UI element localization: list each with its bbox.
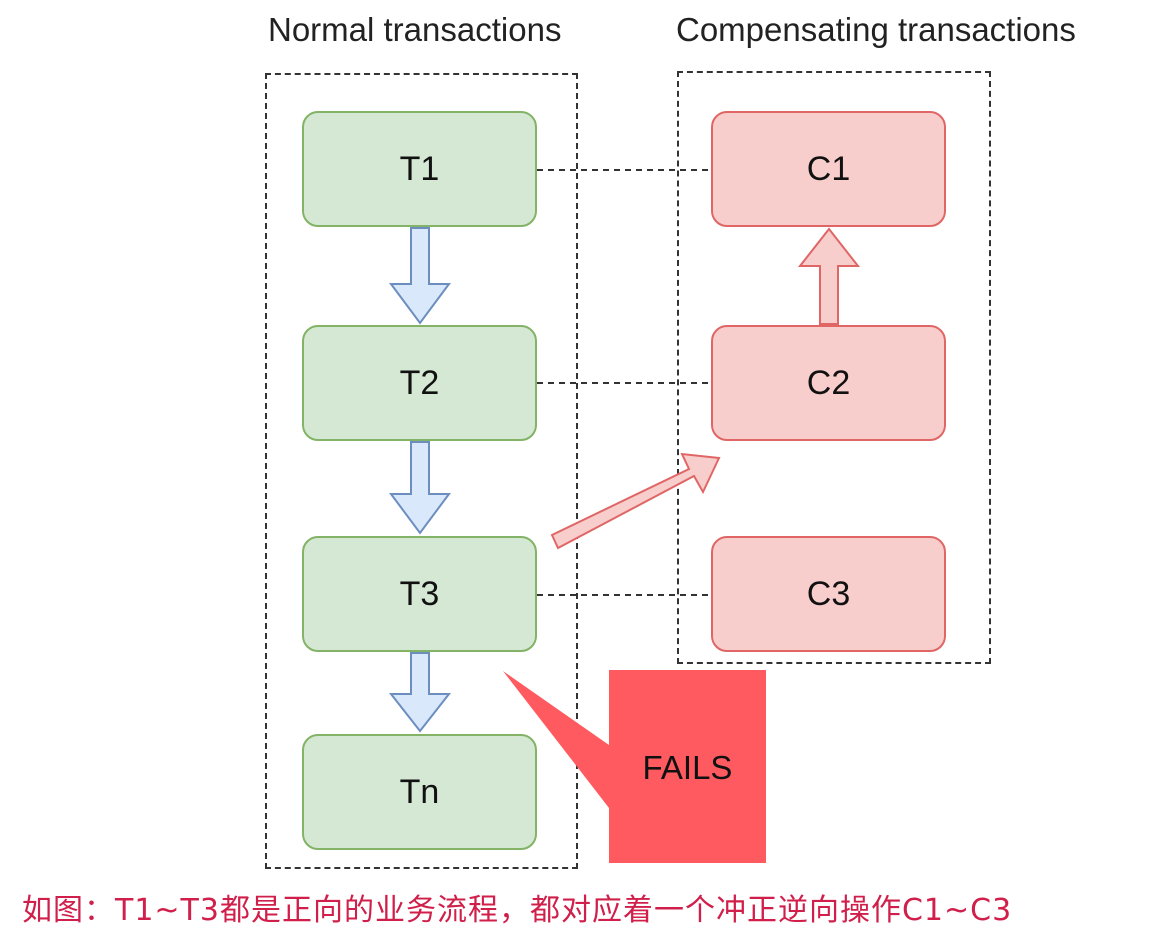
compensating-transactions-group xyxy=(677,71,991,664)
failure-callout-pointer xyxy=(503,671,609,808)
compensation-c2: C2 xyxy=(711,325,946,441)
transaction-t3: T3 xyxy=(302,536,537,652)
transaction-t2: T2 xyxy=(302,325,537,441)
normal-transactions-title: Normal transactions xyxy=(268,11,562,48)
normal-transactions-group xyxy=(265,73,578,869)
flow-arrow-t3-tn xyxy=(388,652,452,733)
flow-arrow-t1-t2 xyxy=(389,227,451,325)
transaction-tn: Tn xyxy=(302,734,537,850)
transaction-t1: T1 xyxy=(302,111,537,227)
compensation-arrow-c2-c1 xyxy=(797,227,861,325)
compensating-transactions-title: Compensating transactions xyxy=(676,11,1076,48)
compensation-arrow-t3-c2 xyxy=(550,452,721,550)
compensation-c1: C1 xyxy=(711,111,946,227)
failure-callout-box xyxy=(609,670,766,863)
compensation-c3: C3 xyxy=(711,536,946,652)
flow-arrow-t2-t3 xyxy=(389,441,451,535)
caption-text: 如图：T1~T3都是正向的业务流程，都对应着一个冲正逆向操作C1~C3 xyxy=(22,893,1013,928)
failure-label: FAILS xyxy=(642,749,733,786)
